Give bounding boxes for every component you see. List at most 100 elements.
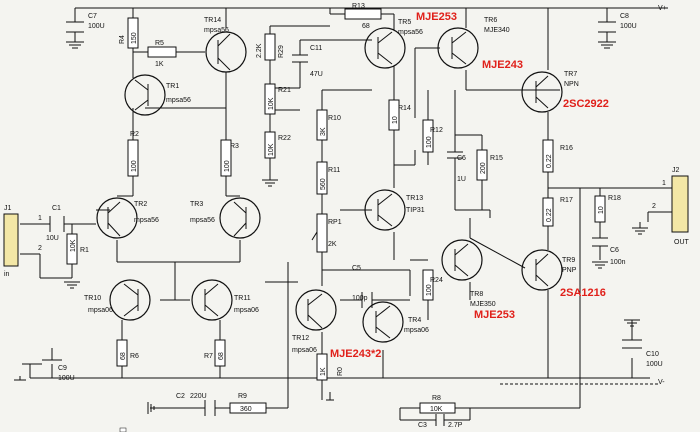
tr8-part: MJE350 <box>470 301 496 308</box>
c9-value: 100U <box>58 375 75 382</box>
connectors <box>3 175 689 432</box>
tr10-part: mpsa06 <box>88 307 113 314</box>
ground-out <box>632 222 648 235</box>
r17-body <box>542 197 554 227</box>
r21-body <box>264 83 276 115</box>
tr13-part: TIP31 <box>406 207 425 214</box>
annotation-2sa1216: 2SA1216 <box>560 287 606 299</box>
c6a-value: 1U <box>457 176 466 183</box>
annotation-2sc2922: 2SC2922 <box>563 98 609 110</box>
rp1-ref: RP1 <box>328 219 342 226</box>
c2-value: 220U <box>190 393 207 400</box>
ground-c9 <box>14 376 26 381</box>
r7-body <box>214 339 226 367</box>
r9-value: 360 <box>240 406 252 413</box>
transistors <box>96 27 563 343</box>
annotation-mje243-top: MJE243 <box>482 59 523 71</box>
tr8-ref: TR8 <box>470 291 483 298</box>
rp1-value: 2K <box>328 241 337 248</box>
tr14-symbol <box>205 31 247 73</box>
tr1-ref: TR1 <box>166 83 179 90</box>
ground-c6b <box>592 261 608 269</box>
r24-ref: R24 <box>430 277 443 284</box>
j1-ref: J1 <box>4 205 12 212</box>
c5-ref: C5 <box>352 265 361 272</box>
tr7-ref: TR7 <box>564 71 577 78</box>
j2-pin2: 2 <box>652 203 656 210</box>
r2-body <box>127 139 139 177</box>
resistors <box>66 8 606 414</box>
c8-ref: C8 <box>620 13 629 20</box>
r2-ref: R2 <box>130 131 139 138</box>
c7-ref: C7 <box>88 13 97 20</box>
tr10-ref: TR10 <box>84 295 101 302</box>
wires <box>20 7 670 421</box>
vminus-label: V- <box>658 379 665 386</box>
r22-ref: R22 <box>278 135 291 142</box>
tr11-symbol <box>191 279 233 321</box>
r13-ref: R13 <box>352 3 365 10</box>
r15-value: 200 <box>480 162 487 174</box>
ground-in <box>64 281 80 289</box>
r7-ref: R7 <box>204 353 213 360</box>
c7-value: 100U <box>88 23 105 30</box>
c6b-value: 100n <box>610 259 626 266</box>
r5-value: 1K <box>155 61 164 68</box>
r1k-value: 1K <box>320 367 327 376</box>
r10-body <box>316 109 328 141</box>
ground-c10 <box>624 319 640 327</box>
capacitors <box>42 21 642 426</box>
tr13-symbol <box>364 189 406 231</box>
r13-body <box>344 8 382 20</box>
r8-ref: R8 <box>432 395 441 402</box>
r1k-body <box>316 353 328 381</box>
tr4-part: mpsa06 <box>404 327 429 334</box>
tr4-symbol <box>362 301 404 343</box>
tr5-part: mpsa56 <box>398 29 423 36</box>
r12-body <box>422 119 434 153</box>
c10-ref: C10 <box>646 351 659 358</box>
tr6-symbol <box>437 27 479 69</box>
r16-body <box>542 139 554 173</box>
j2-ref: J2 <box>672 167 680 174</box>
ground-r22 <box>262 179 278 187</box>
r22-body <box>264 131 276 159</box>
component-labels: C7 100U C8 100U V+ V- R4 150 R5 1K TR14 … <box>4 3 690 429</box>
r6-body <box>116 339 128 367</box>
annotation-mje253-top: MJE253 <box>416 11 457 23</box>
r29-body <box>264 33 276 61</box>
c2-ref: C2 <box>176 393 185 400</box>
r2-value: 100 <box>131 160 138 172</box>
tr14-part: mpsa56 <box>204 27 229 34</box>
ground-c7 <box>66 41 84 49</box>
tr3-ref: TR3 <box>190 201 203 208</box>
r12-ref: R12 <box>430 127 443 134</box>
j2-connector <box>671 175 689 233</box>
c8-value: 100U <box>620 23 637 30</box>
tr6-part: MJE340 <box>484 27 510 34</box>
c1-ref: C1 <box>52 205 61 212</box>
r22-value: 10K <box>268 143 275 156</box>
tr8-symbol <box>441 239 483 281</box>
r29-value: 2.2K <box>256 43 263 58</box>
r1-body <box>66 233 78 265</box>
tr11-ref: TR11 <box>234 295 251 302</box>
r4-body <box>127 17 139 49</box>
r24-body <box>422 269 434 301</box>
tr1-part: mpsa56 <box>166 97 191 104</box>
tr6-ref: TR6 <box>484 17 497 24</box>
r21-ref: R21 <box>278 87 291 94</box>
tr12-part: mpsa06 <box>292 347 317 354</box>
r14-ref: R14 <box>398 105 411 112</box>
r8-value: 10K <box>430 406 443 413</box>
tr5-symbol <box>364 27 406 69</box>
tr12-ref: TR12 <box>292 335 309 342</box>
tr2-symbol <box>96 197 138 239</box>
grounds <box>14 41 648 414</box>
r24-value: 100 <box>426 284 433 296</box>
tr13-ref: TR13 <box>406 195 423 202</box>
j1-pin2: 2 <box>38 245 42 252</box>
tr9-ref: TR9 <box>562 257 575 264</box>
r8-body <box>419 402 456 414</box>
r17-value: 0.22 <box>546 208 553 222</box>
